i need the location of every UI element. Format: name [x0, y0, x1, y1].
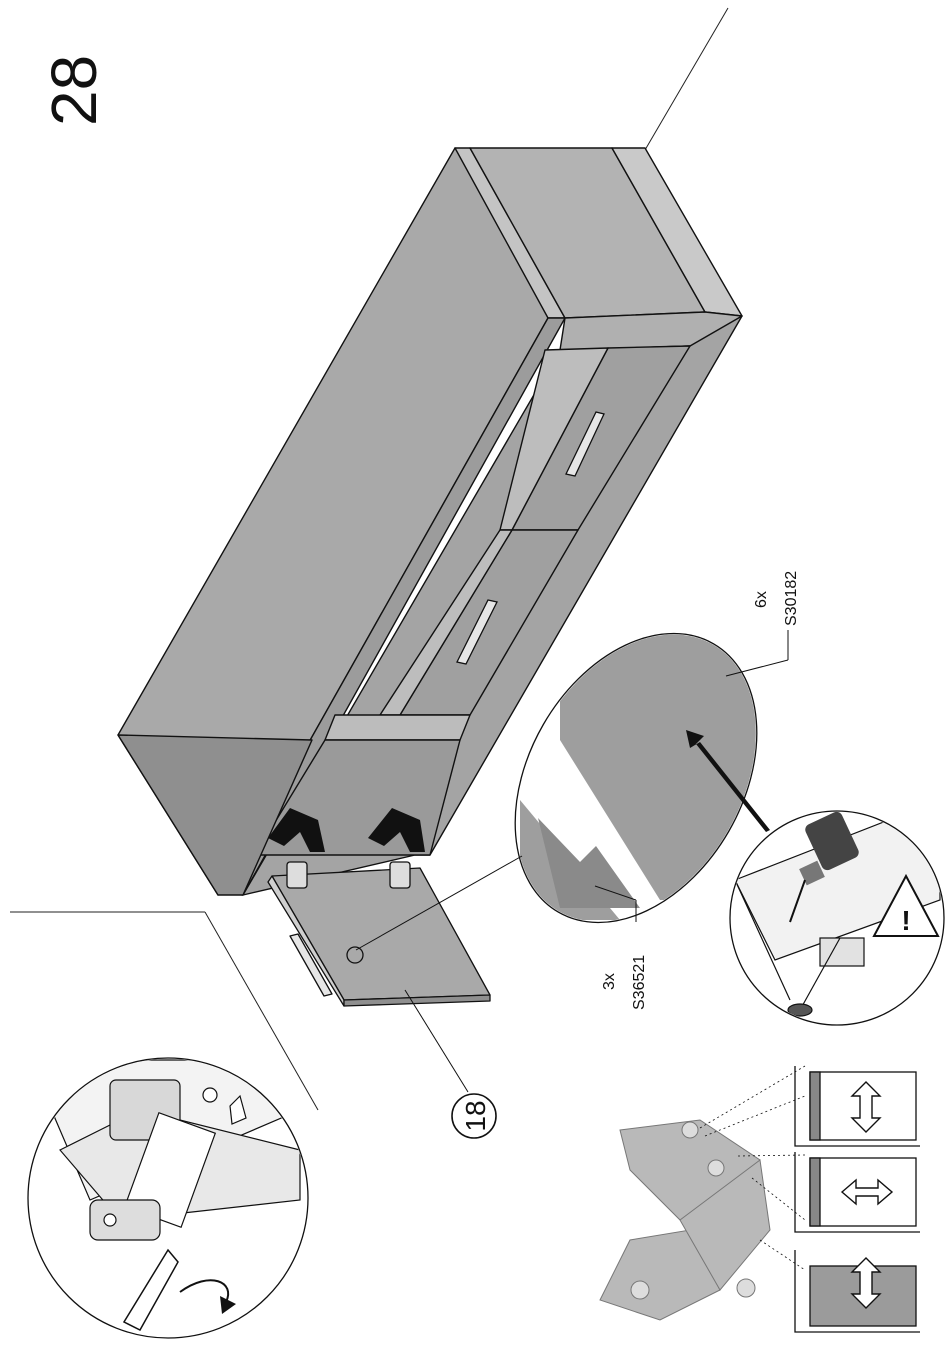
hardware-qty-screw: 6x [753, 591, 770, 608]
door-panel [268, 862, 490, 1006]
part-number: 18 [460, 1100, 491, 1131]
hardware-qty-hinge: 3x [601, 973, 618, 990]
hinge-icon [287, 862, 307, 888]
step-number: 28 [38, 55, 110, 126]
hinge-icon [390, 862, 410, 888]
hardware-code-hinge: S36521 [631, 955, 648, 1010]
shelf [325, 715, 470, 740]
part-label-18: 18 [452, 1094, 496, 1138]
svg-text:!: ! [901, 905, 910, 936]
hinge-adjustment [600, 1066, 920, 1332]
drill-detail: ! [730, 800, 944, 1025]
hinge-detail [28, 1058, 308, 1338]
hardware-code-screw: S30182 [783, 571, 800, 626]
